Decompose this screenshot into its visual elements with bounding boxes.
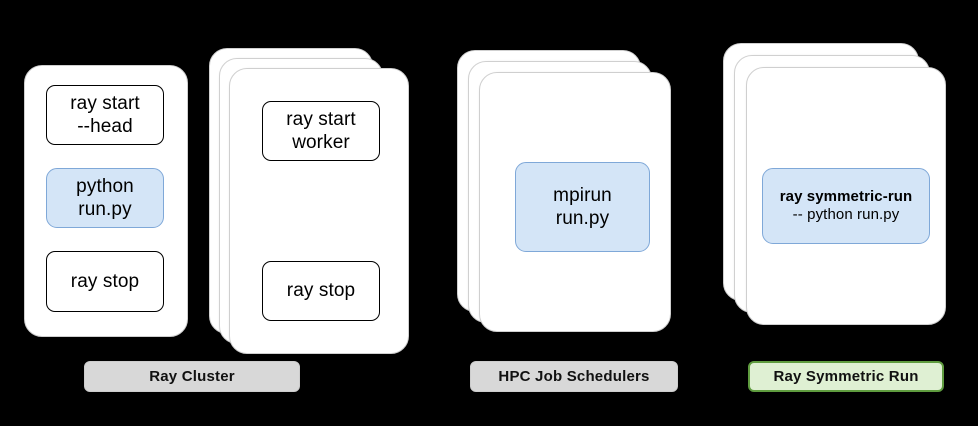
cmd-line-2: -- python run.py <box>792 206 900 223</box>
cmd-line-1: mpirun <box>553 184 612 206</box>
cmd-ray-stop-head[interactable]: ray stop <box>46 251 164 312</box>
cmd-line-1: ray start <box>286 108 356 130</box>
cmd-ray-start-worker[interactable]: ray start worker <box>262 101 380 161</box>
cmd-line-1: ray stop <box>70 270 140 292</box>
cmd-ray-stop-worker[interactable]: ray stop <box>262 261 380 321</box>
group-label-text: HPC Job Schedulers <box>498 368 650 385</box>
cmd-line-2: --head <box>77 116 133 137</box>
group-label-hpc-job-schedulers: HPC Job Schedulers <box>470 361 678 392</box>
cmd-line-2: run.py <box>555 208 610 229</box>
group-label-text: Ray Symmetric Run <box>773 368 919 385</box>
cmd-line-1: python <box>76 175 134 197</box>
cmd-python-run-py[interactable]: python run.py <box>46 168 164 228</box>
cmd-line-1: ray start <box>70 92 140 114</box>
cmd-line-2: worker <box>292 132 350 153</box>
group-label-text: Ray Cluster <box>149 368 235 385</box>
group-label-ray-cluster: Ray Cluster <box>84 361 300 392</box>
cmd-mpirun-run-py[interactable]: mpirun run.py <box>515 162 650 252</box>
cmd-ray-start-head[interactable]: ray start --head <box>46 85 164 145</box>
group-label-ray-symmetric-run: Ray Symmetric Run <box>748 361 944 392</box>
cmd-line-1: ray stop <box>286 280 356 302</box>
cmd-ray-symmetric-run[interactable]: ray symmetric-run -- python run.py <box>762 168 930 244</box>
cmd-line-1: ray symmetric-run <box>779 187 913 205</box>
cmd-line-2: run.py <box>78 199 132 220</box>
